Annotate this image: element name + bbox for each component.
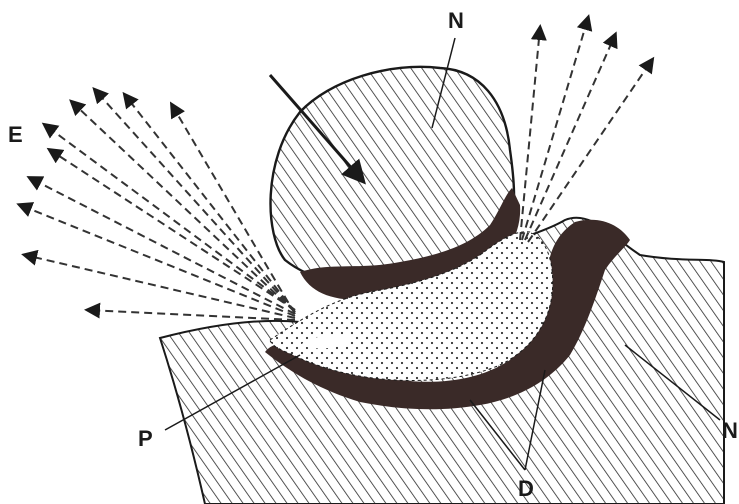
left-emission-rays [20,90,295,320]
label-top-n: N [448,8,464,33]
label-d: D [518,476,534,501]
right-emission-rays [520,18,652,242]
label-p: P [138,426,153,451]
label-e: E [8,122,23,147]
label-right-n: N [722,418,738,443]
